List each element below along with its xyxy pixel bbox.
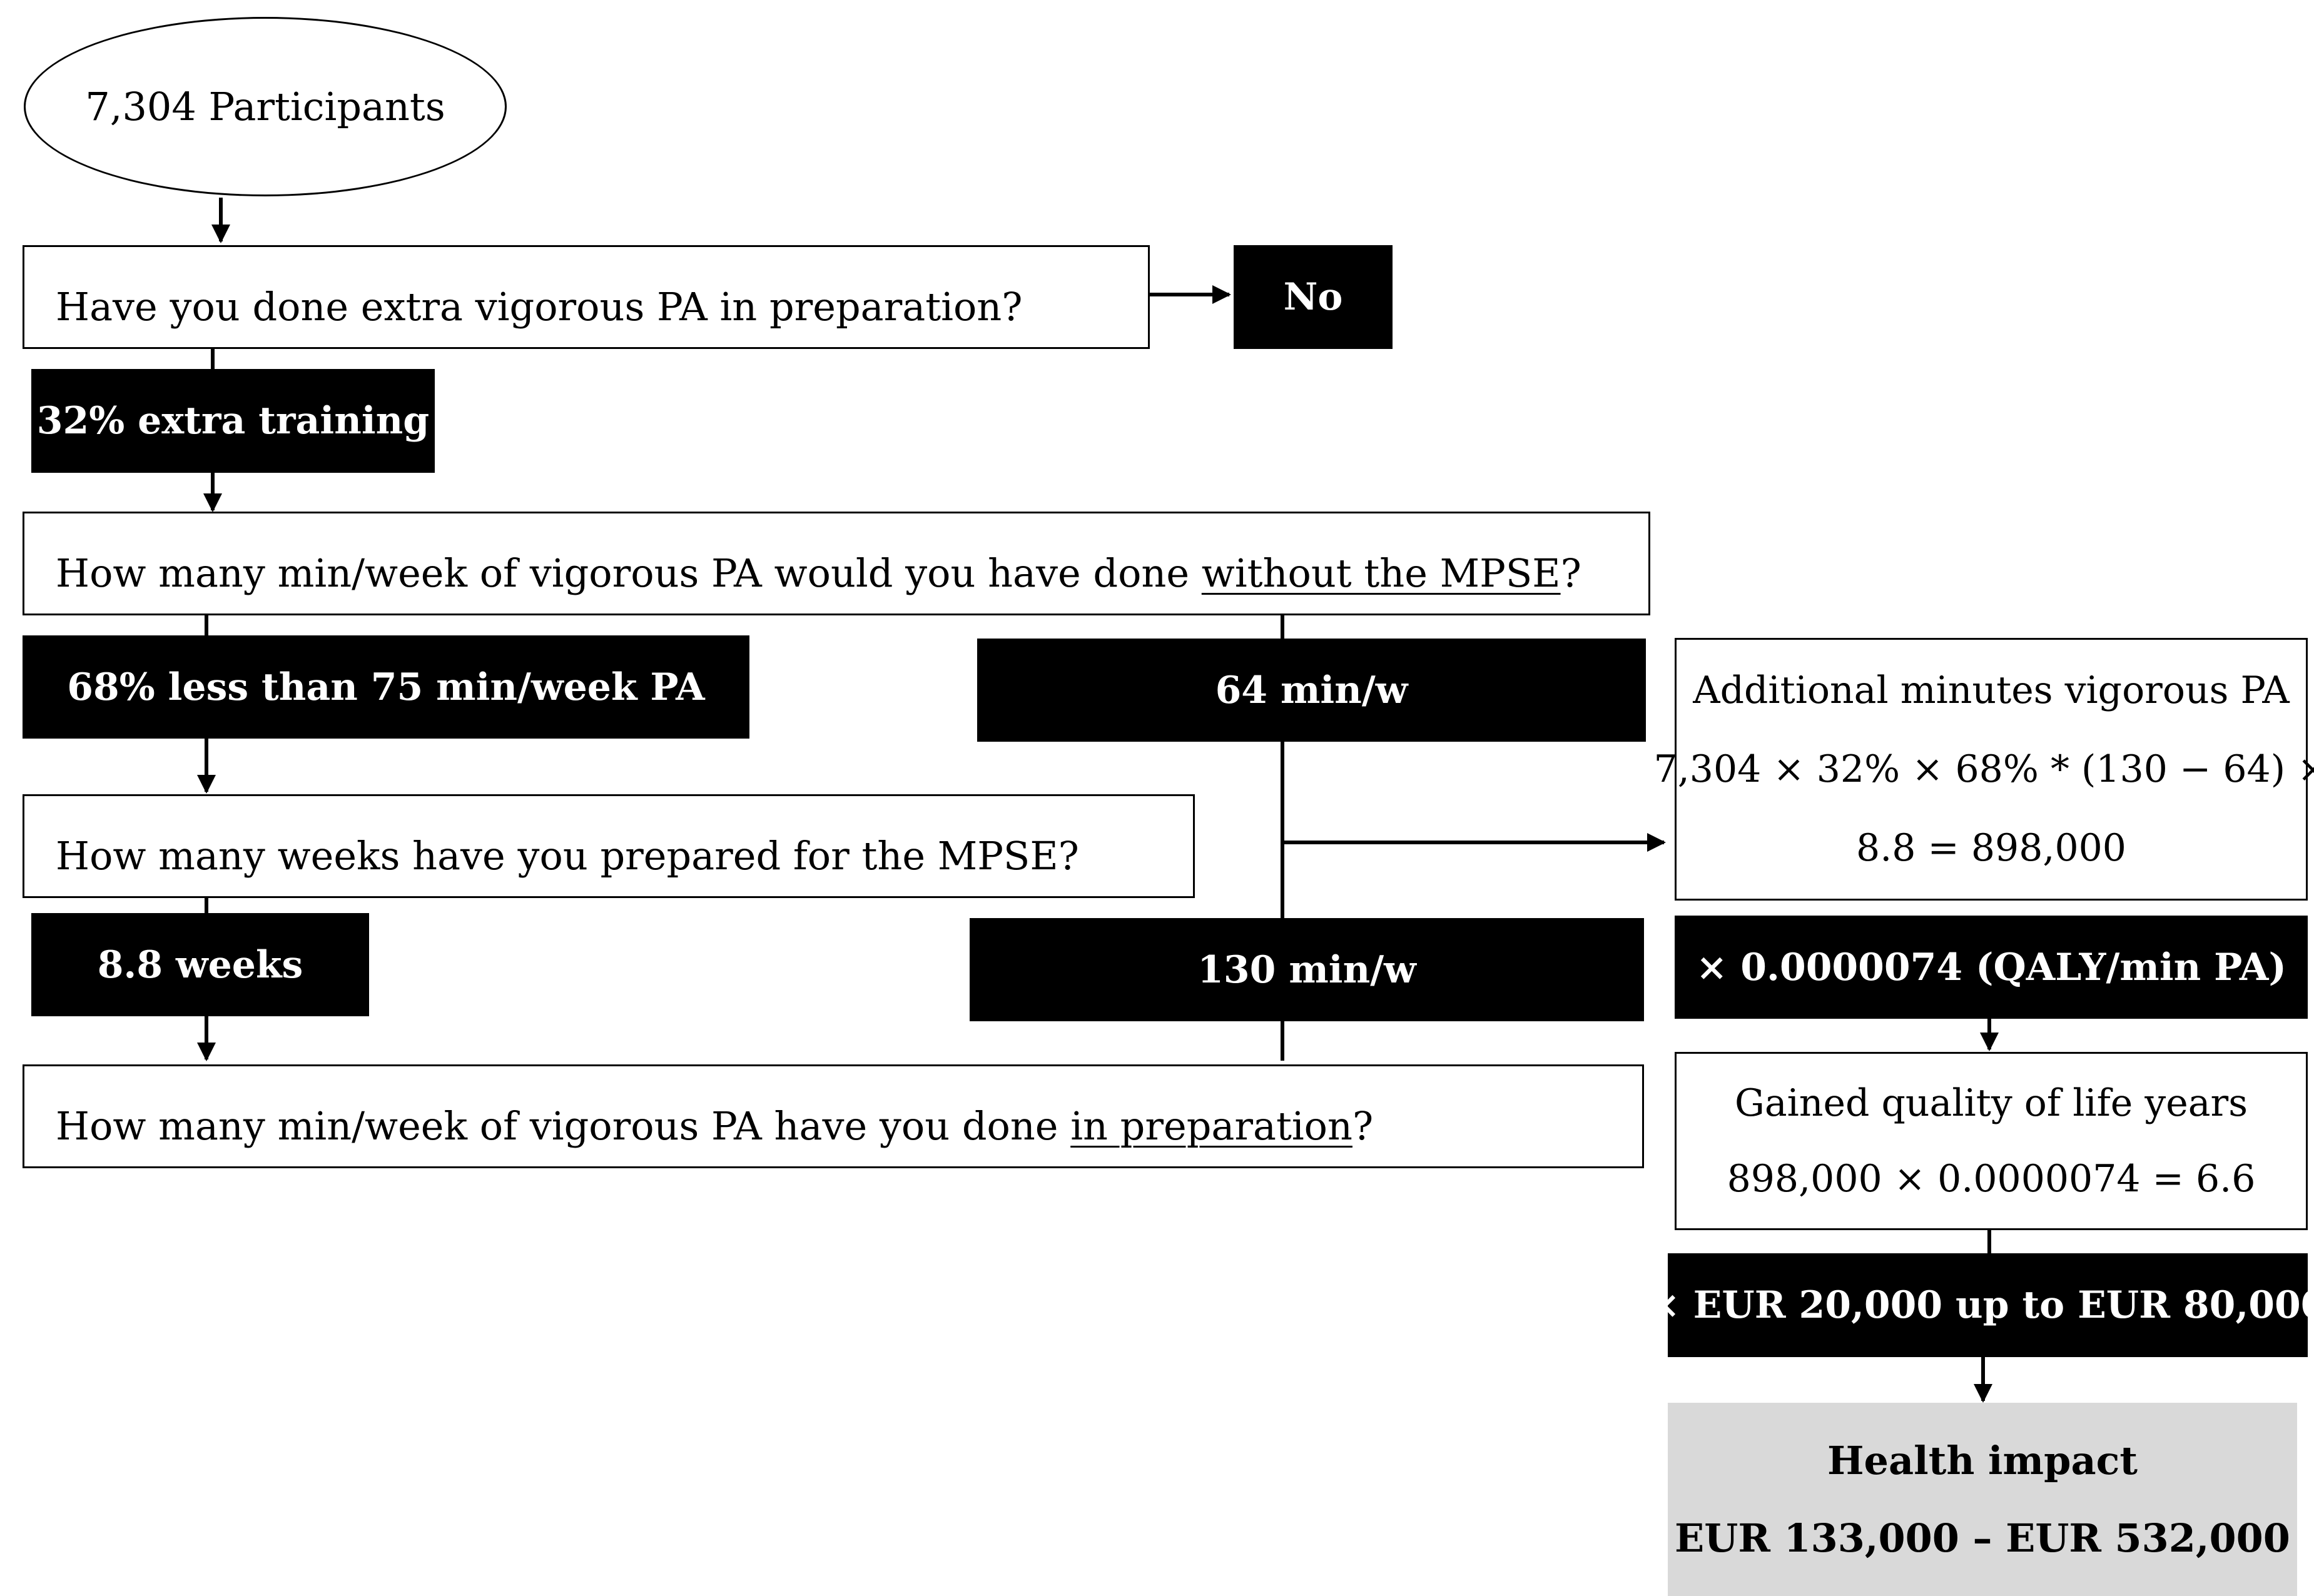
q4-prefix: How many min/week of vigorous PA have yo… bbox=[56, 1103, 1071, 1149]
additional-line3: 8.8 = 898,000 bbox=[1856, 826, 2126, 870]
q4-suffix: ? bbox=[1352, 1103, 1374, 1149]
health-line1: Health impact bbox=[1827, 1437, 2138, 1483]
question-weeks: How many weeks have you prepared for the… bbox=[23, 794, 1195, 898]
question-extra-pa: Have you done extra vigorous PA in prepa… bbox=[23, 245, 1150, 349]
weeks-label: 8.8 weeks bbox=[97, 942, 303, 987]
q2-suffix: ? bbox=[1560, 550, 1581, 596]
extra-training-label: 32% extra training bbox=[36, 399, 430, 443]
no-label: No bbox=[1283, 275, 1343, 319]
health-impact-box: Health impact EUR 133,000 – EUR 532,000 bbox=[1668, 1403, 2297, 1596]
no-box: No bbox=[1234, 245, 1393, 349]
min-130-label: 130 min/w bbox=[1197, 947, 1416, 992]
question-extra-pa-text: Have you done extra vigorous PA in prepa… bbox=[56, 284, 1023, 330]
health-line2: EUR 133,000 – EUR 532,000 bbox=[1675, 1515, 2290, 1562]
participants-label: 7,304 Participants bbox=[85, 84, 445, 129]
additional-line1: Additional minutes vigorous PA bbox=[1693, 669, 2290, 712]
eur-factor-label: × EUR 20,000 up to EUR 80,000 bbox=[1648, 1283, 2314, 1327]
min-64-label: 64 min/w bbox=[1215, 668, 1408, 712]
qaly-factor-label: × 0.0000074 (QALY/min PA) bbox=[1696, 945, 2286, 989]
weeks-box: 8.8 weeks bbox=[31, 913, 369, 1016]
qaly-factor-box: × 0.0000074 (QALY/min PA) bbox=[1675, 916, 2308, 1019]
gained-qaly-box: Gained quality of life years 898,000 × 0… bbox=[1675, 1052, 2308, 1230]
participants-ellipse: 7,304 Participants bbox=[24, 17, 507, 196]
less-than-75-box: 68% less than 75 min/week PA bbox=[23, 635, 749, 739]
min-130-box: 130 min/w bbox=[970, 918, 1644, 1021]
gained-line2: 898,000 × 0.0000074 = 6.6 bbox=[1727, 1157, 2256, 1201]
eur-factor-box: × EUR 20,000 up to EUR 80,000 bbox=[1649, 1253, 2314, 1357]
question-in-preparation: How many min/week of vigorous PA have yo… bbox=[23, 1064, 1644, 1168]
question-weeks-text: How many weeks have you prepared for the… bbox=[56, 833, 1079, 879]
less-than-75-label: 68% less than 75 min/week PA bbox=[67, 665, 705, 709]
min-64-box: 64 min/w bbox=[977, 639, 1646, 742]
q2-prefix: How many min/week of vigorous PA would y… bbox=[56, 550, 1202, 596]
additional-line2: 7,304 × 32% × 68% * (130 − 64) × bbox=[1653, 747, 2314, 791]
q4-underlined: in preparation bbox=[1070, 1103, 1352, 1149]
additional-minutes-box: Additional minutes vigorous PA 7,304 × 3… bbox=[1654, 638, 2314, 901]
gained-line1: Gained quality of life years bbox=[1734, 1081, 2248, 1125]
q2-underlined: without the MPSE bbox=[1201, 550, 1561, 596]
question-without-mpse: How many min/week of vigorous PA would y… bbox=[23, 512, 1650, 615]
extra-training-box: 32% extra training bbox=[31, 369, 435, 473]
